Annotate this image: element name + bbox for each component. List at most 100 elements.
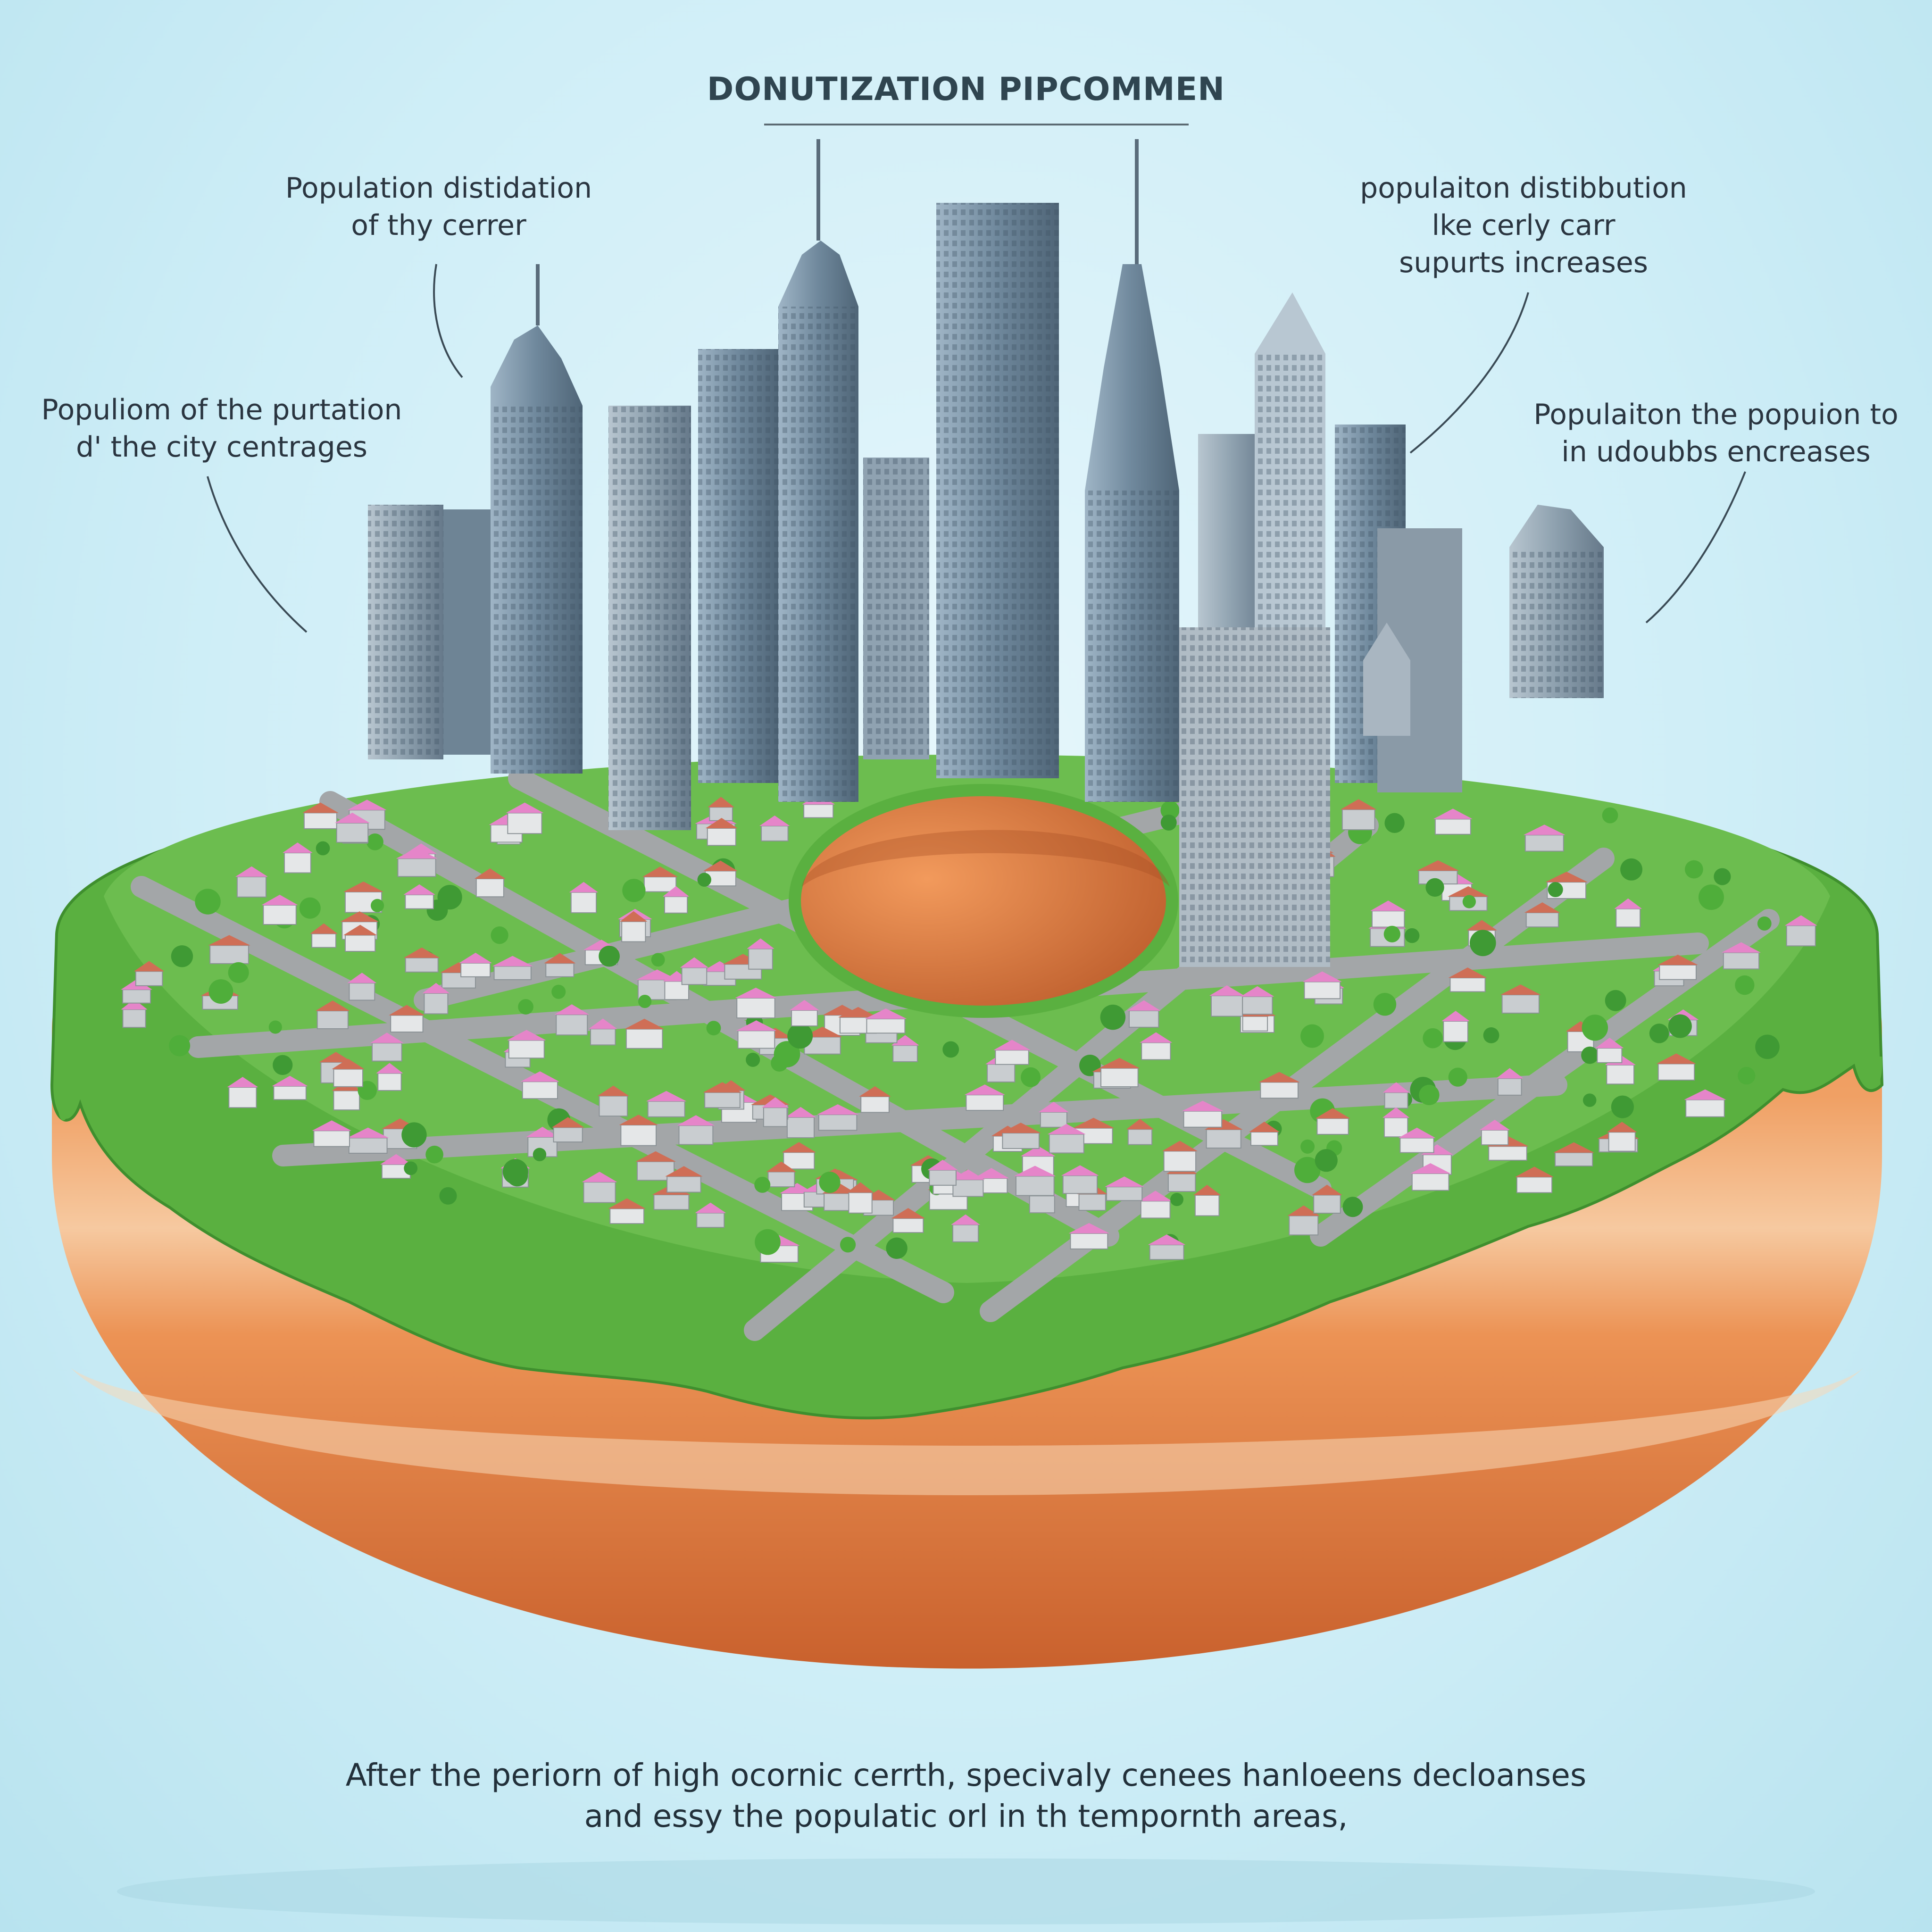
house: [590, 1028, 616, 1046]
house-roof: [1656, 1053, 1697, 1064]
house-roof: [380, 1154, 412, 1165]
house: [643, 876, 677, 892]
tree: [754, 1176, 771, 1193]
house: [1260, 1082, 1299, 1099]
house: [783, 1152, 815, 1170]
house: [1567, 1031, 1594, 1052]
house-roof: [1249, 1122, 1280, 1133]
tree: [1300, 1024, 1324, 1048]
house: [1608, 1132, 1636, 1152]
tree: [1448, 1067, 1467, 1087]
house-roof: [1523, 824, 1566, 835]
tree: [771, 1054, 788, 1072]
house-roof: [544, 953, 576, 964]
house-roof: [474, 868, 506, 879]
house: [860, 1096, 890, 1113]
tree: [1483, 1027, 1499, 1043]
house-roof: [1496, 1068, 1524, 1079]
callout-label-top-right: populaiton distibbution lke cerly carr s…: [1288, 170, 1759, 282]
donut-hole-shade: [802, 830, 1170, 887]
tree: [1738, 1066, 1756, 1085]
house-roof: [1020, 1146, 1056, 1157]
house-roof: [133, 961, 165, 972]
house-roof: [1524, 902, 1560, 913]
house: [1383, 1117, 1408, 1138]
house: [621, 921, 646, 942]
tree: [1755, 1034, 1780, 1059]
tree: [208, 979, 233, 1004]
house: [1242, 996, 1273, 1015]
house-roof: [747, 938, 774, 949]
tree: [1404, 928, 1420, 943]
house-roof: [1479, 1119, 1510, 1130]
house: [316, 1010, 349, 1030]
house: [653, 1194, 690, 1210]
house: [508, 1040, 545, 1059]
house-roof: [1140, 1032, 1173, 1043]
house: [1434, 818, 1471, 835]
tree: [1611, 1095, 1634, 1118]
house-roof: [261, 894, 298, 905]
house: [763, 1107, 788, 1127]
house: [1304, 981, 1341, 999]
skyscraper: [491, 406, 583, 774]
house: [1606, 1064, 1635, 1085]
tree: [299, 897, 321, 919]
tree: [1605, 990, 1626, 1011]
house: [122, 989, 151, 1004]
house: [1657, 1063, 1695, 1081]
house-roof: [1515, 1166, 1554, 1177]
tree: [1419, 1084, 1440, 1106]
callout-label-mid-right: Populaiton the popuion to in udoubbs enc…: [1500, 396, 1932, 471]
label-line: populaiton distibbution: [1360, 172, 1687, 205]
house: [1555, 1152, 1593, 1166]
house: [283, 852, 311, 874]
tree: [651, 953, 665, 967]
house: [609, 1208, 644, 1224]
house: [666, 1176, 701, 1193]
tree: [491, 926, 508, 944]
house: [405, 957, 439, 973]
tree: [404, 1161, 418, 1175]
house-roof: [1448, 886, 1489, 897]
house: [1141, 1042, 1171, 1060]
tree: [1602, 807, 1618, 824]
tree: [228, 962, 249, 983]
house: [599, 1095, 628, 1117]
house: [333, 1068, 363, 1087]
tree: [551, 984, 566, 999]
house: [1399, 1137, 1434, 1153]
house: [791, 1009, 818, 1027]
house: [1371, 910, 1405, 928]
house-roof: [1162, 1141, 1198, 1151]
house-roof: [1721, 942, 1761, 953]
house: [522, 1081, 558, 1099]
house-roof: [1287, 1205, 1320, 1216]
house: [1015, 1175, 1055, 1196]
label-line: supurts increases: [1399, 246, 1649, 280]
house: [1411, 1173, 1449, 1191]
tree: [1100, 1004, 1126, 1030]
house: [1488, 1146, 1527, 1161]
house-roof: [1000, 1123, 1041, 1133]
house: [313, 1130, 350, 1147]
house: [1210, 995, 1243, 1017]
house-roof: [235, 866, 268, 877]
donut-highlight: [71, 1368, 1863, 1495]
house-roof: [636, 969, 678, 980]
house: [311, 933, 336, 948]
house: [507, 812, 542, 834]
caption-line: After the periorn of high ocornic cerrth…: [345, 1757, 1587, 1793]
tree: [1582, 1015, 1608, 1041]
house: [209, 945, 249, 964]
house: [377, 1073, 402, 1091]
house: [228, 1087, 257, 1108]
tree: [1342, 1197, 1363, 1217]
tree: [1160, 800, 1180, 820]
tree: [268, 1020, 282, 1034]
house: [952, 1179, 984, 1197]
house: [1723, 952, 1760, 970]
house-roof: [635, 1151, 676, 1162]
house-roof: [310, 923, 338, 934]
house-roof: [891, 1208, 925, 1219]
